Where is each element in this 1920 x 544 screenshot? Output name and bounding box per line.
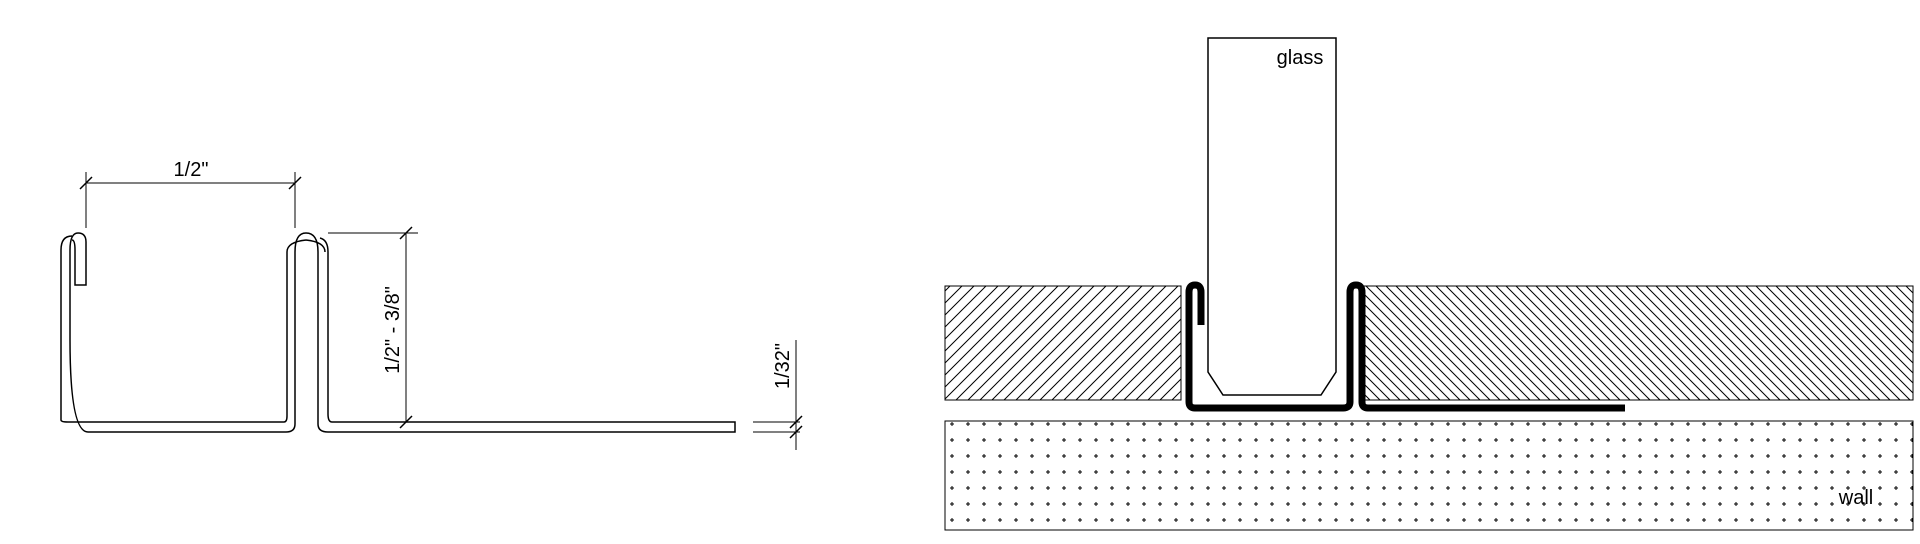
profile-outline	[69, 232, 736, 433]
height-dimension: 1/2" - 3/8"	[328, 226, 418, 429]
substrate-left	[944, 285, 1182, 401]
width-dim-label: 1/2"	[174, 159, 209, 181]
thickness-dimension: 1/32"	[753, 340, 803, 450]
wall-block	[944, 420, 1914, 531]
thickness-dim-label: 1/32"	[772, 343, 794, 389]
width-dimension: 1/2"	[79, 159, 302, 228]
profile-inner-line	[60, 235, 326, 423]
wall-label: wall	[1838, 487, 1873, 509]
glass-label: glass	[1277, 47, 1324, 69]
substrate-right	[1363, 285, 1914, 401]
height-dim-label: 1/2" - 3/8"	[382, 286, 404, 374]
channel-profile	[1185, 281, 1625, 412]
installation-section: glass wall	[944, 37, 1914, 531]
profile-section: 1/2" 1/2" - 3/8" 1/32"	[60, 159, 803, 450]
glass-panel	[1207, 37, 1337, 396]
